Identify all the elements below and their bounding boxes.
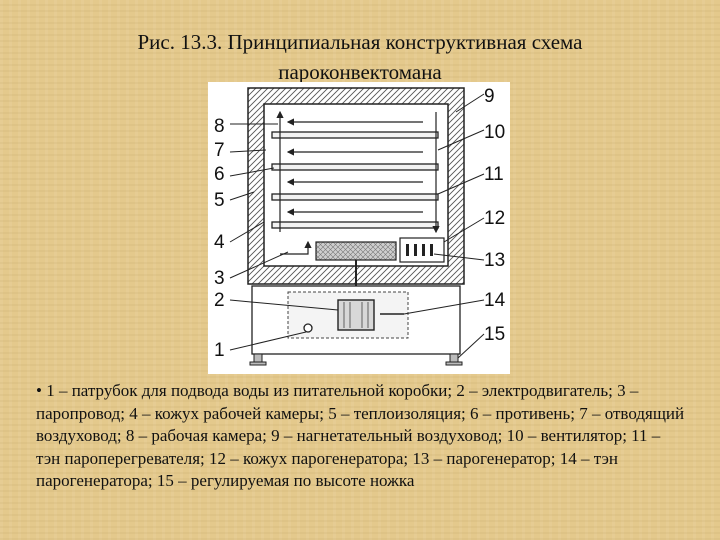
label-3: 3	[214, 268, 225, 289]
label-4: 4	[214, 232, 225, 253]
title-line-1: Рис. 13.3. Принципиальная конструктивная…	[137, 30, 583, 54]
airflow-arrows	[276, 110, 440, 234]
leader-lines	[229, 93, 485, 359]
slide-title: Рис. 13.3. Принципиальная конструктивная…	[60, 27, 660, 87]
label-9: 9	[484, 86, 495, 107]
bullet: •	[36, 381, 42, 400]
steam-convectomat-diagram: 8 7 6 5 4 3 2 1 9 10 11 12 13 14 15	[208, 82, 510, 374]
label-14: 14	[484, 290, 506, 311]
trays	[271, 131, 439, 229]
label-12: 12	[484, 208, 505, 229]
label-10: 10	[484, 122, 505, 143]
label-13: 13	[484, 250, 505, 271]
label-6: 6	[214, 164, 225, 185]
adjustable-legs	[249, 353, 463, 366]
legend-caption: • 1 – патрубок для подвода воды из питат…	[36, 380, 686, 493]
fan	[315, 241, 397, 261]
label-8: 8	[214, 116, 225, 137]
title-line-2: пароконвектомана	[278, 60, 442, 84]
electric-motor	[337, 299, 375, 331]
label-2: 2	[214, 290, 225, 311]
superheater-elements	[406, 244, 433, 256]
label-7: 7	[214, 140, 225, 161]
label-11: 11	[484, 164, 504, 185]
diagram-svg: 8 7 6 5 4 3 2 1 9 10 11 12 13 14 15	[214, 86, 506, 366]
motor-fins	[343, 302, 369, 328]
steam-pipe	[280, 240, 312, 255]
water-inlet-pipe	[303, 323, 313, 333]
label-5: 5	[214, 190, 225, 211]
label-1: 1	[214, 340, 225, 361]
label-15: 15	[484, 324, 505, 345]
legend-text: 1 – патрубок для подвода воды из питател…	[36, 381, 685, 490]
